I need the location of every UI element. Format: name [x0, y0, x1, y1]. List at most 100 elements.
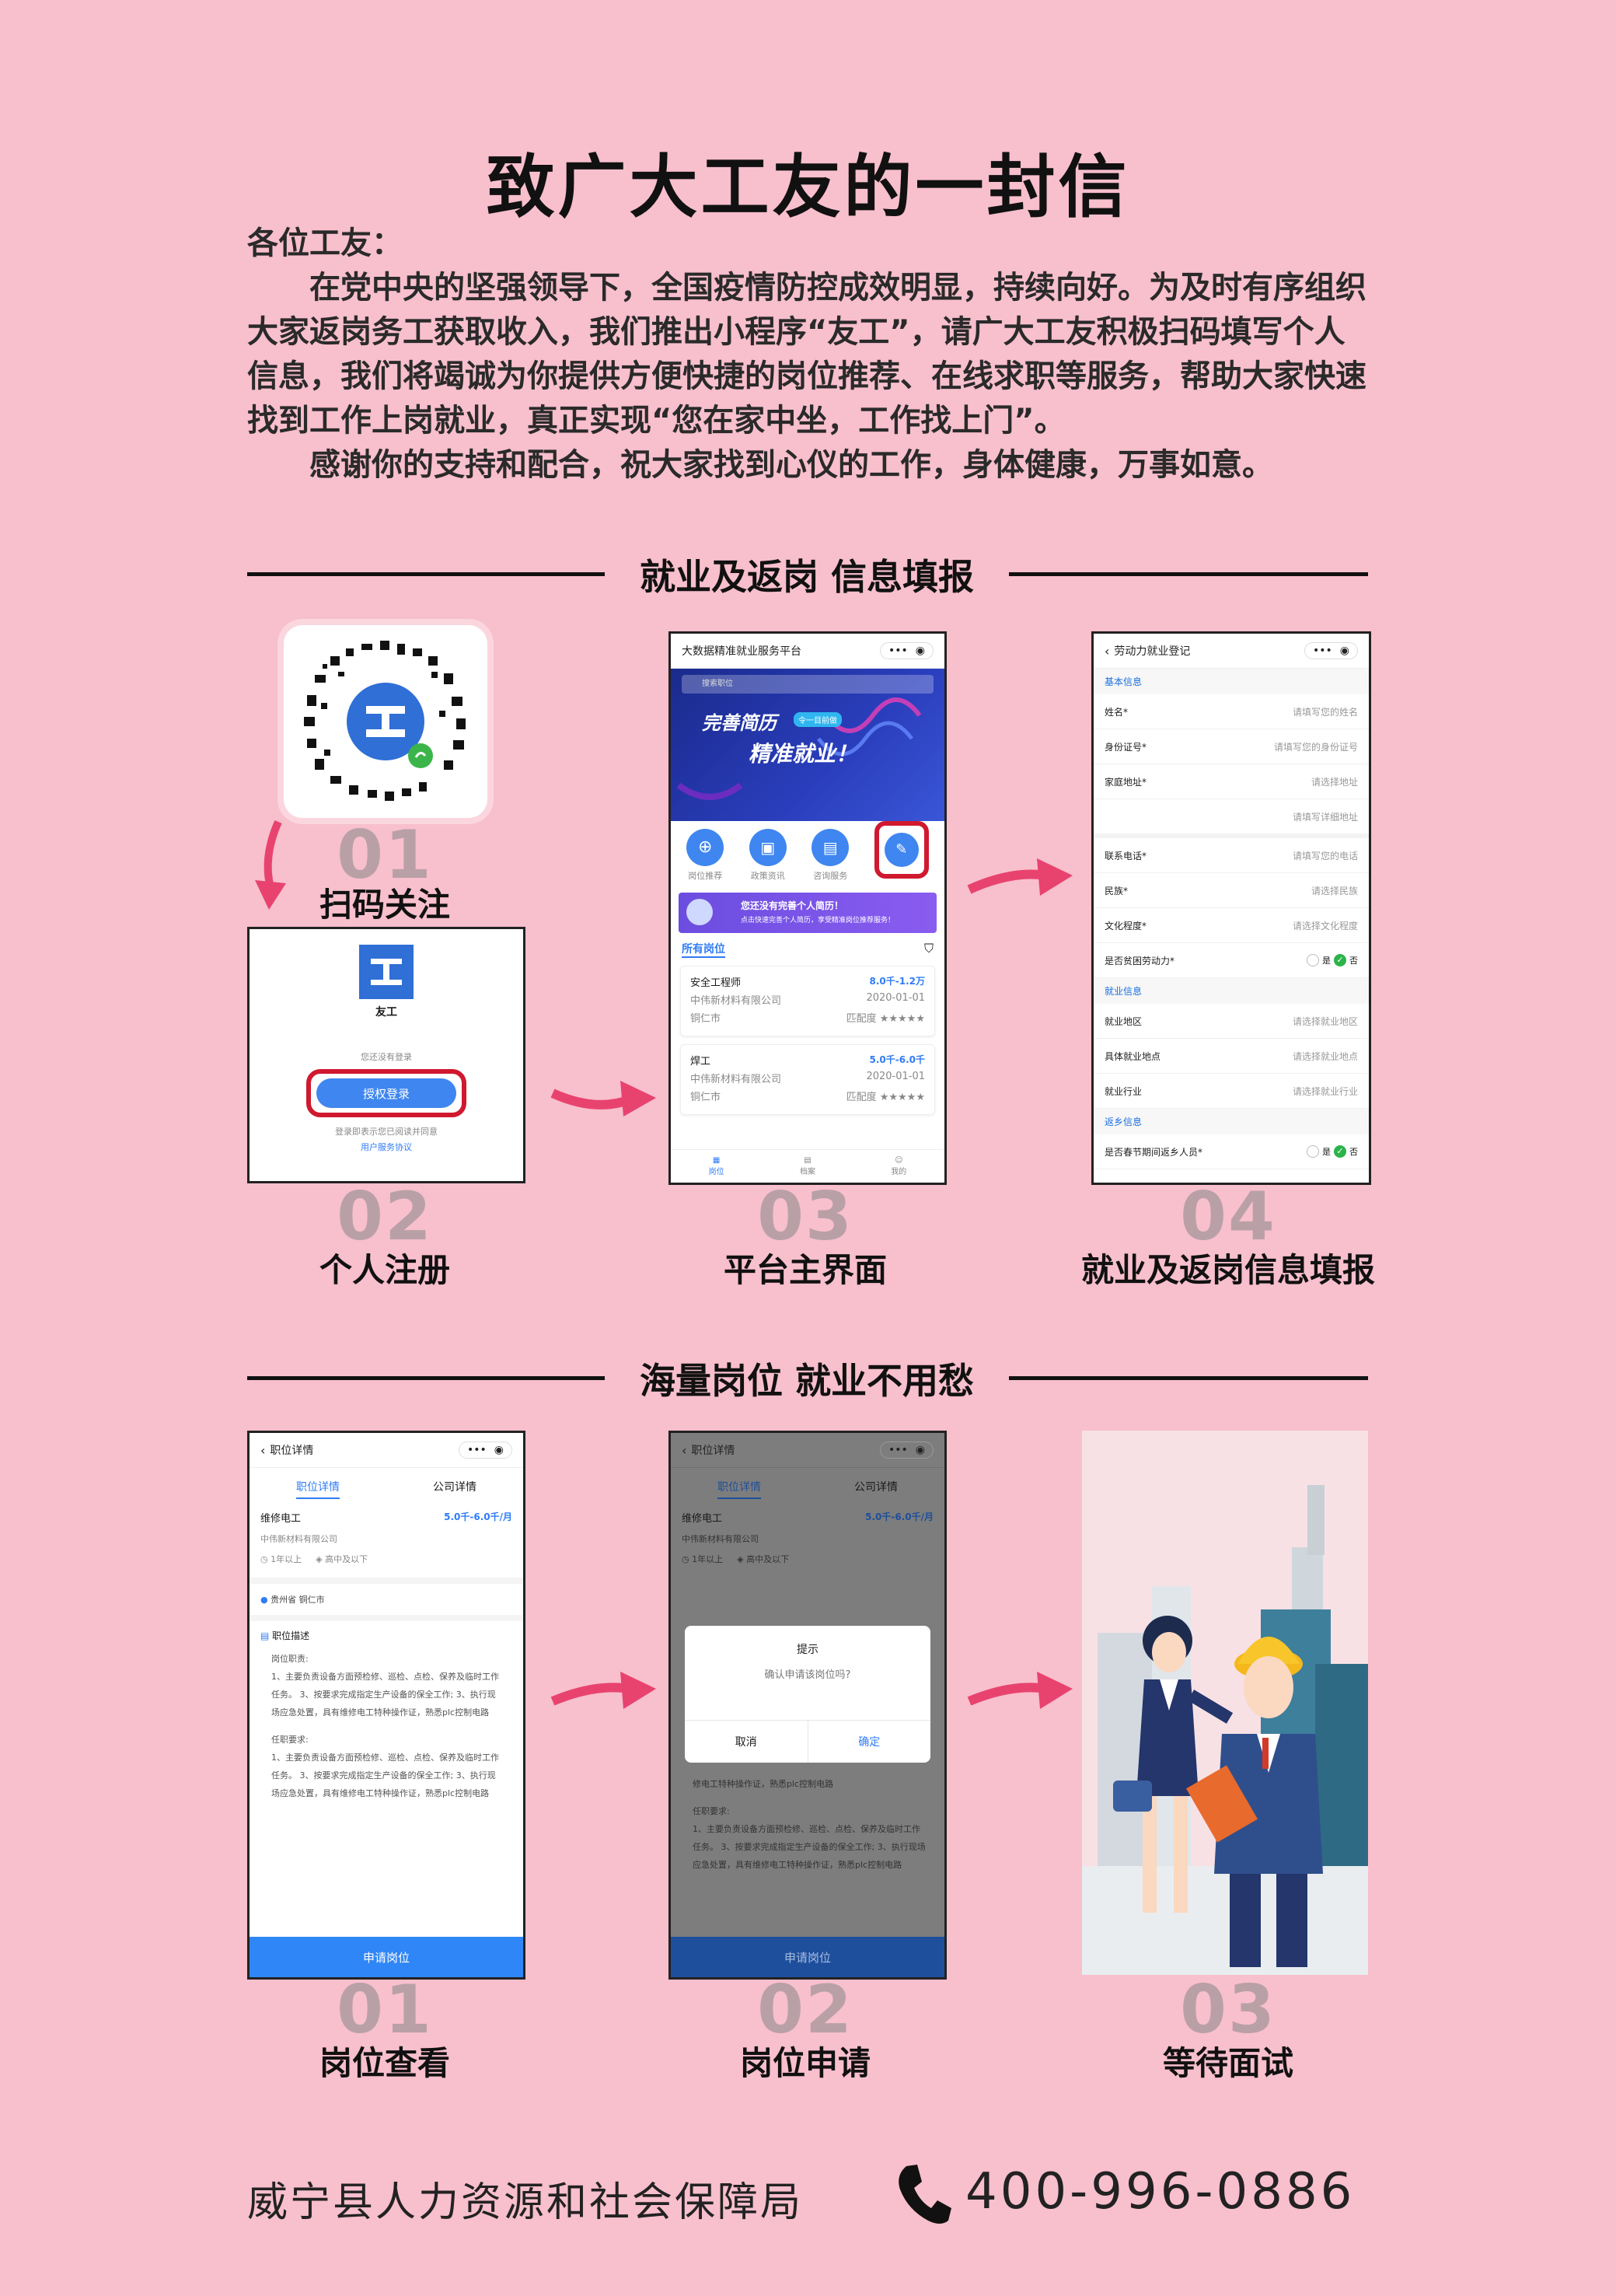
search-input[interactable]: 搜索职位: [682, 675, 934, 694]
capsule-menu[interactable]: •••◉: [880, 1442, 934, 1459]
section-divider-left: [247, 572, 605, 576]
form-row[interactable]: 就业行业请选择就业行业: [1094, 1074, 1369, 1109]
capsule-menu[interactable]: ••• ◉: [459, 1442, 512, 1459]
form-row[interactable]: 请填写详细地址: [1094, 799, 1369, 838]
form-row[interactable]: 具体就业地点请选择就业地点: [1094, 1039, 1369, 1074]
job-match: 匹配度: [846, 1013, 877, 1025]
s2-step1-label: 岗位查看: [319, 2044, 450, 2082]
agree-text: 登录即表示您已阅读并同意: [335, 1127, 438, 1137]
tab-profile[interactable]: ▤档案: [800, 1156, 815, 1176]
form-row[interactable]: 身份证号*请填写您的身份证号: [1094, 729, 1369, 764]
job-salary: 5.0千-6.0千: [869, 1054, 926, 1065]
notice-title: 您还没有完善个人简历！: [741, 900, 844, 911]
icon-register[interactable]: ✎: [874, 821, 929, 882]
tab-label: 岗位: [708, 1168, 724, 1176]
job-salary: 8.0千-1.2万: [869, 976, 926, 987]
form-row: 是否春节期间返乡人员* 是 ✓否: [1094, 1134, 1369, 1169]
form-row[interactable]: 民族*请选择民族: [1094, 873, 1369, 908]
job-company: 中伟新材料有限公司: [690, 995, 782, 1007]
detail-header: ‹ 职位详情 ••• ◉: [250, 1433, 523, 1468]
qr-code-card[interactable]: [284, 625, 487, 818]
icon-policy-news[interactable]: ▣ 政策资讯: [749, 829, 787, 882]
form-header: ‹ 劳动力就业登记 •••◉: [1094, 634, 1369, 669]
arrow-down-icon: [255, 820, 286, 910]
apply-job-button[interactable]: 申请岗位: [250, 1937, 523, 1977]
radio-yes[interactable]: [1307, 954, 1319, 966]
icon-consult[interactable]: ▤ 咨询服务: [811, 829, 850, 882]
capsule-menu[interactable]: •••◉: [1304, 642, 1358, 659]
duty-text: 1、主要负责设备方面预检修、巡检、点检、保养及临时工作任务。 3、按要求完成指定…: [271, 1672, 499, 1718]
briefcase-icon: ▦: [712, 1156, 721, 1165]
policy-icon: ▣: [749, 829, 787, 866]
job-date: 2020-01-01: [866, 1071, 925, 1082]
clock-icon: ◷: [260, 1554, 268, 1564]
tab-company-detail[interactable]: 公司详情: [433, 1481, 476, 1494]
form-header-title: 劳动力就业登记: [1114, 645, 1191, 658]
check-icon[interactable]: ✓: [1334, 1145, 1346, 1158]
phone-icon: [899, 2165, 951, 2224]
filter-icon[interactable]: ⛉: [923, 941, 934, 956]
form-placeholder: 请填写您的身份证号: [1273, 741, 1358, 753]
banner-badge: 令一目前做: [794, 712, 842, 727]
tab-label: 我的: [891, 1168, 907, 1176]
check-icon[interactable]: ✓: [1334, 954, 1346, 966]
icon-label: 政策资讯: [750, 871, 785, 881]
form-label: 是否春节期间返乡人员*: [1105, 1146, 1203, 1158]
arrow-right-icon: [967, 1672, 1073, 1709]
dialog-title: 提示: [797, 1644, 818, 1656]
form-row[interactable]: 姓名*请填写您的姓名: [1094, 694, 1369, 729]
not-logged-text: 您还没有登录: [361, 1052, 412, 1062]
s2-step3-label: 等待面试: [1162, 2044, 1293, 2082]
agreement-link[interactable]: 用户服务协议: [361, 1142, 412, 1152]
job-city: 铜仁市: [690, 1013, 721, 1025]
form-placeholder: 请选择文化程度: [1292, 920, 1358, 931]
tab-jobs[interactable]: ▦ 岗位: [709, 1156, 724, 1176]
job-title: 焊工: [690, 1056, 711, 1068]
close-circle-icon: ◉: [494, 1444, 504, 1456]
dialog-confirm-button[interactable]: 确定: [858, 1736, 881, 1749]
authorize-login-button[interactable]: 授权登录: [316, 1078, 456, 1108]
job-salary: 5.0千-6.0千/月: [865, 1511, 934, 1522]
form-row[interactable]: 就业地区请选择就业地区: [1094, 1004, 1369, 1039]
capsule-menu[interactable]: ••• ◉: [880, 642, 934, 659]
step4-label: 就业及返岗信息填报: [1080, 1251, 1375, 1289]
icon-label: 咨询服务: [813, 871, 848, 881]
detail-header-title: 职位详情: [270, 1445, 314, 1457]
more-icon: •••: [467, 1444, 487, 1456]
more-icon: •••: [888, 645, 908, 657]
form-placeholder: 请选择就业地点: [1292, 1050, 1358, 1062]
clock-icon: ◷: [682, 1554, 689, 1564]
back-chevron-icon[interactable]: ‹: [682, 1442, 687, 1458]
s2-step1-number: 01: [337, 1971, 433, 2049]
main-banner[interactable]: 搜索职位 完善简历 令一目前做 精准就业！: [671, 669, 944, 821]
main-header-title: 大数据精准就业服务平台: [682, 645, 801, 658]
resume-notice[interactable]: 您还没有完善个人简历！ 点击快速完善个人简历，享受精准岗位推荐服务！: [679, 893, 937, 933]
job-description-title: 职位描述: [272, 1630, 310, 1641]
radio-yes[interactable]: [1307, 1145, 1319, 1158]
form-row[interactable]: 家庭地址*请选择地址: [1094, 764, 1369, 799]
form-row[interactable]: 联系电话*请填写您的电话: [1094, 838, 1369, 873]
main-header: 大数据精准就业服务平台 ••• ◉: [671, 634, 944, 669]
letter-para2: 感谢你的支持和配合，祝大家找到心仪的工作，身体健康，万事如意。: [309, 447, 1273, 483]
registration-form-screen: ‹ 劳动力就业登记 •••◉ 基本信息 姓名*请填写您的姓名 身份证号*请填写您…: [1091, 631, 1371, 1185]
tab-company-detail: 公司详情: [854, 1481, 898, 1494]
job-experience: 1年以上: [692, 1554, 724, 1564]
tab-job-detail[interactable]: 职位详情: [296, 1479, 340, 1499]
form-row[interactable]: 文化程度*请选择文化程度: [1094, 908, 1369, 943]
job-detail-screen: ‹ 职位详情 •••◉ 职位详情 公司详情 维修电工 5.0千-6.0千/月 中…: [247, 1431, 525, 1980]
letter-greeting: 各位工友：: [247, 225, 403, 261]
dialog-cancel-button[interactable]: 取消: [685, 1721, 808, 1763]
bottom-tab-bar: ▦ 岗位 ▤档案 ☺我的: [671, 1149, 944, 1183]
back-chevron-icon[interactable]: ‹: [1105, 643, 1110, 659]
job-company: 中伟新材料有限公司: [682, 1534, 759, 1544]
tab-job-detail: 职位详情: [717, 1479, 761, 1499]
back-chevron-icon[interactable]: ‹: [260, 1442, 266, 1458]
radio-yes-label: 是: [1322, 956, 1331, 966]
form-label: 家庭地址*: [1105, 776, 1147, 788]
step2-label: 个人注册: [319, 1251, 450, 1289]
close-circle-icon: ◉: [915, 645, 925, 657]
icon-job-recommend[interactable]: ⊕ 岗位推荐: [686, 829, 724, 882]
tab-mine[interactable]: ☺我的: [891, 1156, 906, 1176]
